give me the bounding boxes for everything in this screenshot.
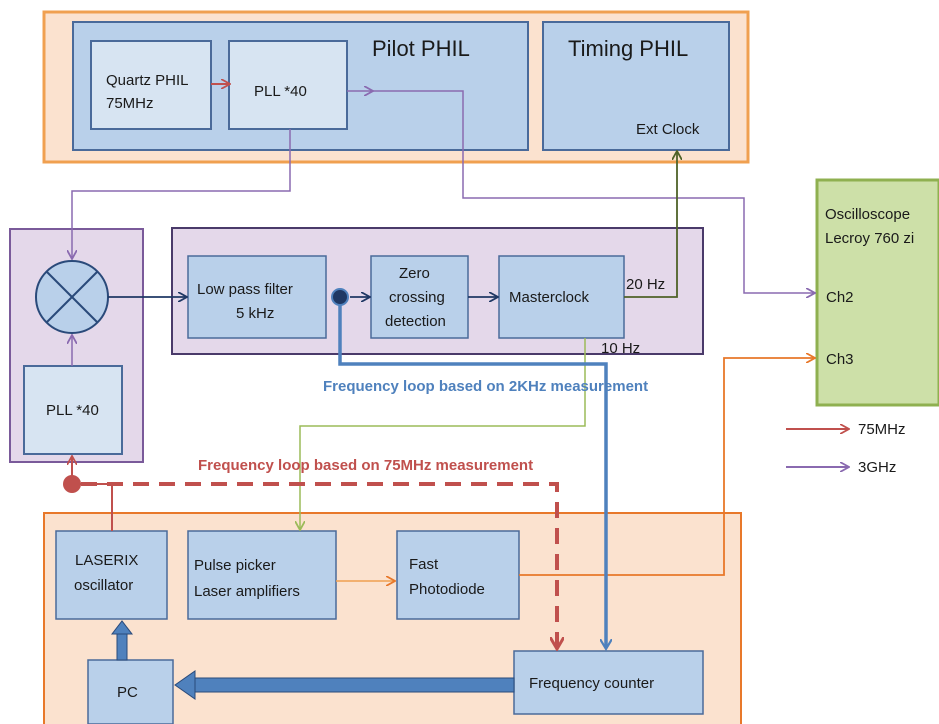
laserix-line1: LASERIX (75, 552, 138, 569)
laserix-line2: oscillator (74, 577, 133, 594)
zero-crossing-line3: detection (385, 313, 446, 330)
out-20hz-label: 20 Hz (626, 276, 665, 293)
out-10hz-label: 10 Hz (601, 340, 640, 357)
lowpass-output-node (331, 288, 349, 306)
frequency-counter-box (513, 650, 704, 715)
pc-to-laserix-shaft (116, 633, 128, 661)
masterclock-to-pulsepicker-line (300, 338, 586, 529)
pulse-picker-line2: Laser amplifiers (194, 583, 300, 600)
pll-to-mixer-line (72, 129, 291, 258)
pll-left-box (23, 365, 123, 455)
oscilloscope-line2: Lecroy 760 zi (825, 230, 914, 247)
mixer-icon (35, 260, 109, 334)
oscilloscope-line1: Oscilloscope (825, 206, 910, 223)
pll-to-ch2-line (372, 90, 814, 293)
masterclock-label: Masterclock (509, 289, 590, 306)
pll-left-label: PLL *40 (46, 402, 99, 419)
quartz-phil-box (90, 40, 212, 130)
laserix-box (55, 530, 168, 620)
legend-purple-label: 3GHz (858, 459, 896, 476)
ch2-label: Ch2 (826, 289, 854, 306)
blue-loop-label: Frequency loop based on 2KHz measurement (323, 378, 648, 395)
ext-clock-label: Ext Clock (636, 121, 700, 138)
pulse-picker-line1: Pulse picker (194, 557, 276, 574)
zero-crossing-line2: crossing (389, 289, 445, 306)
timing-phil-block (542, 21, 730, 151)
lowpass-line1: Low pass filter (197, 281, 293, 298)
blue-loop-line (338, 305, 606, 648)
pc-to-laserix-head (110, 620, 134, 635)
frequency-counter-label: Frequency counter (529, 675, 654, 692)
counter-to-pc-shaft (194, 677, 515, 693)
zero-crossing-line1: Zero (399, 265, 430, 282)
photodiode-line2: Photodiode (409, 581, 485, 598)
red-loop-label: Frequency loop based on 75MHz measuremen… (198, 457, 533, 474)
photodiode-box (396, 530, 520, 620)
ch3-label: Ch3 (826, 351, 854, 368)
pulse-picker-box (187, 530, 337, 620)
pll-top-box (228, 40, 348, 130)
pc-box (87, 659, 174, 724)
pll-top-label: PLL *40 (254, 83, 307, 100)
red-loop-node (63, 475, 81, 493)
pc-label: PC (117, 684, 138, 701)
photodiode-line1: Fast (409, 556, 439, 573)
photodiode-to-ch3-line (519, 358, 814, 576)
red-loop-line (81, 482, 557, 648)
counter-to-pc-head (174, 670, 196, 700)
quartz-phil-line2: 75MHz (106, 95, 154, 112)
lowpass-filter-box (187, 255, 327, 339)
oscilloscope-box (815, 178, 939, 407)
lowpass-line2: 5 kHz (236, 305, 274, 322)
timing-phil-title: Timing PHIL (568, 36, 688, 61)
quartz-phil-line1: Quartz PHIL (106, 72, 189, 89)
masterclock-box (498, 255, 625, 339)
masterclock-to-extclock-line (624, 152, 677, 298)
pilot-phil-title: Pilot PHIL (372, 36, 470, 61)
legend-red-label: 75MHz (858, 421, 906, 438)
